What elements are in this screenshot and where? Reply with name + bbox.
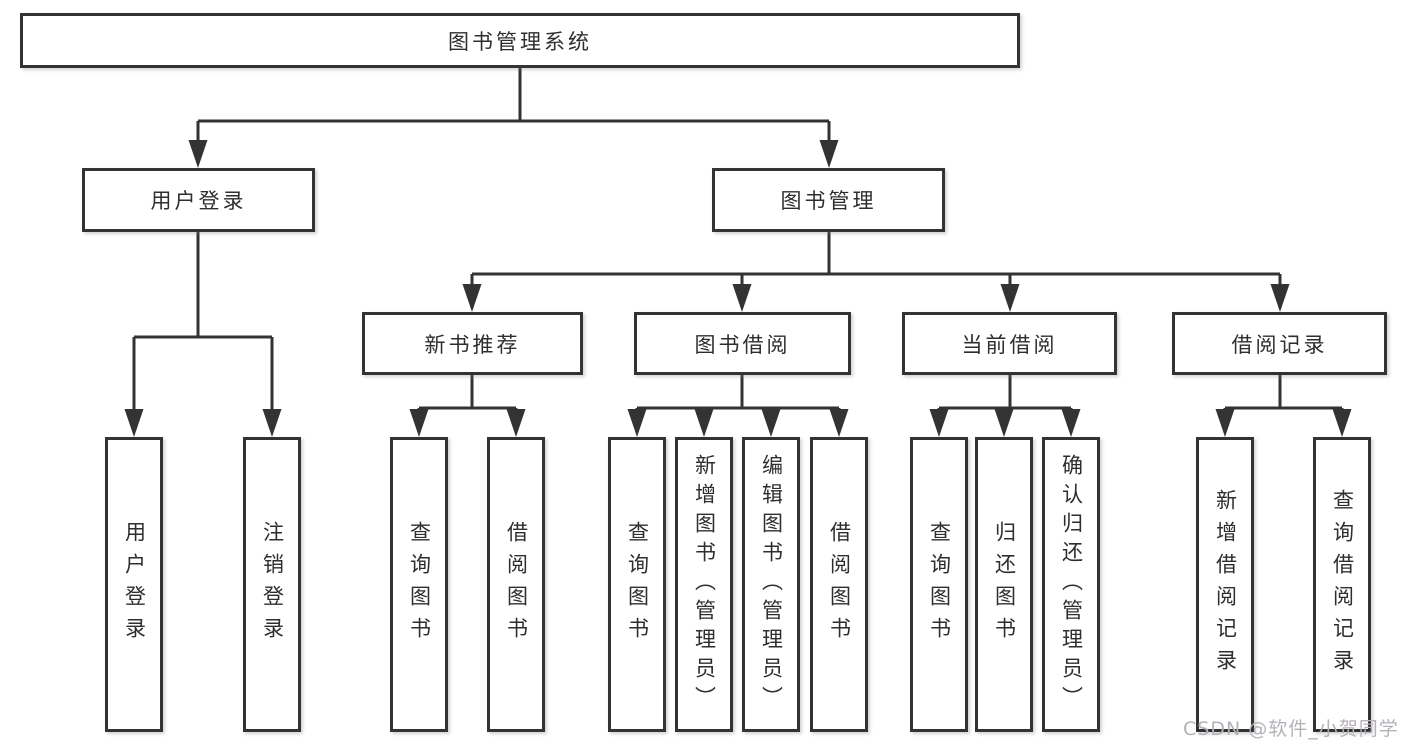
leaf-return-books: 归还图书 [975, 437, 1033, 732]
node-label: 用户登录 [150, 189, 247, 213]
node-label: 借阅记录 [1231, 332, 1328, 357]
node-label: 注销登录 [260, 520, 285, 649]
leaf-add-books-admin: 新增图书（管理员） [675, 437, 733, 732]
node-current-borrowing: 当前借阅 [902, 312, 1117, 375]
leaf-edit-books-admin: 编辑图书（管理员） [742, 437, 800, 732]
node-label: 编辑图书（管理员） [759, 454, 784, 715]
arrowheads [124, 140, 1352, 437]
leaf-query-books-borrowing: 查询图书 [608, 437, 666, 732]
leaf-add-borrow-record: 新增借阅记录 [1196, 437, 1254, 732]
leaf-query-books-current: 查询图书 [910, 437, 968, 732]
leaf-logout: 注销登录 [243, 437, 301, 732]
node-book-management: 图书管理 [712, 168, 945, 232]
csdn-watermark: CSDN @软件_小贺同学 [1183, 718, 1399, 740]
node-label: 查询图书 [927, 520, 952, 649]
node-user-login: 用户登录 [82, 168, 315, 232]
node-root-library-system: 图书管理系统 [20, 13, 1020, 68]
node-label: 借阅图书 [827, 520, 852, 649]
node-label: 图书管理系统 [448, 29, 592, 54]
leaf-query-borrow-record: 查询借阅记录 [1313, 437, 1371, 732]
leaf-borrow-books-borrowing: 借阅图书 [810, 437, 868, 732]
node-book-borrowing: 图书借阅 [634, 312, 851, 375]
leaf-borrow-books-recommend: 借阅图书 [487, 437, 545, 732]
node-label: 图书管理 [780, 189, 877, 213]
node-label: 新增图书（管理员） [692, 454, 717, 715]
node-label: 归还图书 [992, 520, 1017, 649]
leaf-user-login: 用户登录 [105, 437, 163, 732]
node-label: 查询图书 [625, 520, 650, 649]
node-label: 借阅图书 [504, 520, 529, 649]
node-label: 当前借阅 [961, 332, 1058, 357]
node-borrowing-records: 借阅记录 [1172, 312, 1387, 375]
node-label: 查询图书 [407, 520, 432, 649]
node-label: 新增借阅记录 [1213, 488, 1238, 681]
node-label: 查询借阅记录 [1330, 488, 1355, 681]
leaf-confirm-return-admin: 确认归还（管理员） [1042, 437, 1100, 732]
node-label: 图书借阅 [694, 332, 791, 357]
node-new-book-recommend: 新书推荐 [362, 312, 583, 375]
node-label: 新书推荐 [424, 332, 521, 357]
node-label: 确认归还（管理员） [1059, 454, 1084, 715]
node-label: 用户登录 [122, 520, 147, 649]
leaf-query-books-recommend: 查询图书 [390, 437, 448, 732]
